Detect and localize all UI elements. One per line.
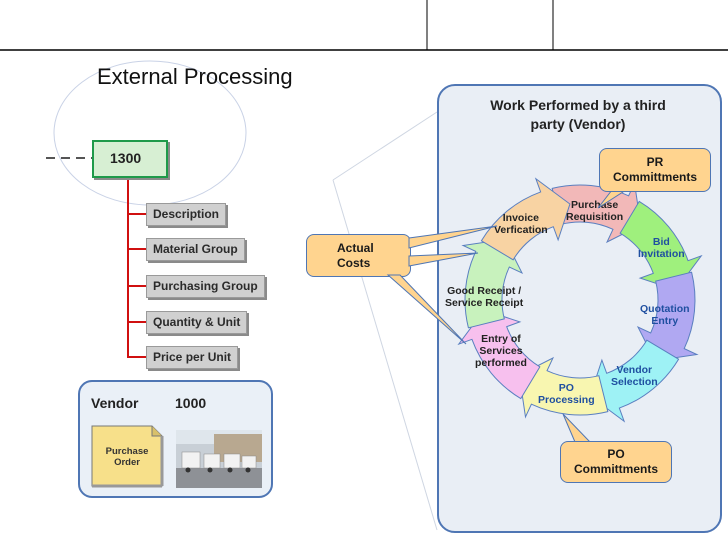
stage-po-processing: PO Processing <box>538 382 595 406</box>
field-price-per-unit[interactable]: Price per Unit <box>146 346 239 369</box>
stage-label-line: Verfication <box>494 224 548 236</box>
stage-label-line: Requisition <box>566 211 624 223</box>
po-commitments-line2: Committments <box>573 462 658 476</box>
cycle-arrow-segment <box>518 356 609 419</box>
cycle-arrow-segment <box>619 200 703 291</box>
pr-commitments-line1: PR <box>646 155 664 169</box>
stage-label-line: Quotation <box>640 303 690 315</box>
stage-entry-of-services: Entry of Services performed <box>475 333 527 369</box>
stage-label-line: Invoice <box>502 212 539 224</box>
pr-commitments-line2: Committments <box>612 170 697 184</box>
stage-label-line: Invitation <box>638 248 685 260</box>
stage-label-line: Bid <box>652 236 670 248</box>
stage-invoice-verification: Invoice Verfication <box>494 212 548 236</box>
cycle-arrow-segment <box>636 271 699 362</box>
po-commitments-callout: PO Committments <box>560 441 672 483</box>
cycle-arrow-segment <box>457 309 541 400</box>
po-commitments-line1: PO <box>607 447 625 461</box>
vendor-label: Vendor <box>91 395 139 411</box>
document-icon <box>91 425 164 488</box>
vendor-number: 1000 <box>175 395 207 411</box>
warehouse-trucks-photo <box>176 430 262 488</box>
stage-label-line: Vendor <box>616 364 653 376</box>
field-purchasing-group[interactable]: Purchasing Group <box>146 275 265 298</box>
actual-costs-line1: Actual <box>337 241 374 255</box>
stage-label-line: PO <box>558 382 574 394</box>
pr-commitments-callout: PR Committments <box>599 148 711 192</box>
cycle-arrow-segment <box>589 339 680 423</box>
material-tree <box>46 157 146 358</box>
document-label-line2: Order <box>114 457 140 468</box>
page-title: External Processing <box>97 64 293 89</box>
header-lines <box>0 0 728 51</box>
document-label-line1: Purchase <box>105 446 149 457</box>
stage-label-line: Entry <box>651 315 679 327</box>
field-description[interactable]: Description <box>146 203 227 226</box>
field-material-group[interactable]: Material Group <box>146 238 245 261</box>
stage-label-line: performed <box>475 357 527 369</box>
stage-bid-invitation: Bid Invitation <box>638 236 685 260</box>
document-label: Purchase Order <box>97 446 157 468</box>
field-quantity-unit[interactable]: Quantity & Unit <box>146 311 248 334</box>
stage-label-line: Selection <box>611 376 658 388</box>
stage-label-line: Service Receipt <box>445 297 524 309</box>
stage-goods-receipt: Good Receipt / Service Receipt <box>445 285 523 309</box>
cycle-arrow-segment <box>480 177 571 261</box>
panel-title: Work Performed by a third party (Vendor) <box>455 96 701 134</box>
stage-vendor-selection: Vendor Selection <box>611 364 658 388</box>
panel-title-line2: party (Vendor) <box>530 116 626 132</box>
panel-title-line1: Work Performed by a third <box>490 97 666 113</box>
stage-label-line: Services <box>479 345 523 357</box>
actual-costs-callout: Actual Costs <box>306 234 411 277</box>
material-number-box[interactable]: 1300 <box>92 140 168 178</box>
stage-quotation-entry: Quotation Entry <box>640 303 690 327</box>
stage-label-line: Processing <box>538 394 595 406</box>
material-number: 1300 <box>110 150 142 166</box>
cycle-arrow-segment <box>461 238 524 329</box>
actual-costs-line2: Costs <box>337 256 371 270</box>
stage-label-line: Good Receipt / <box>447 285 522 297</box>
stage-label-line: Entry of <box>481 333 521 345</box>
